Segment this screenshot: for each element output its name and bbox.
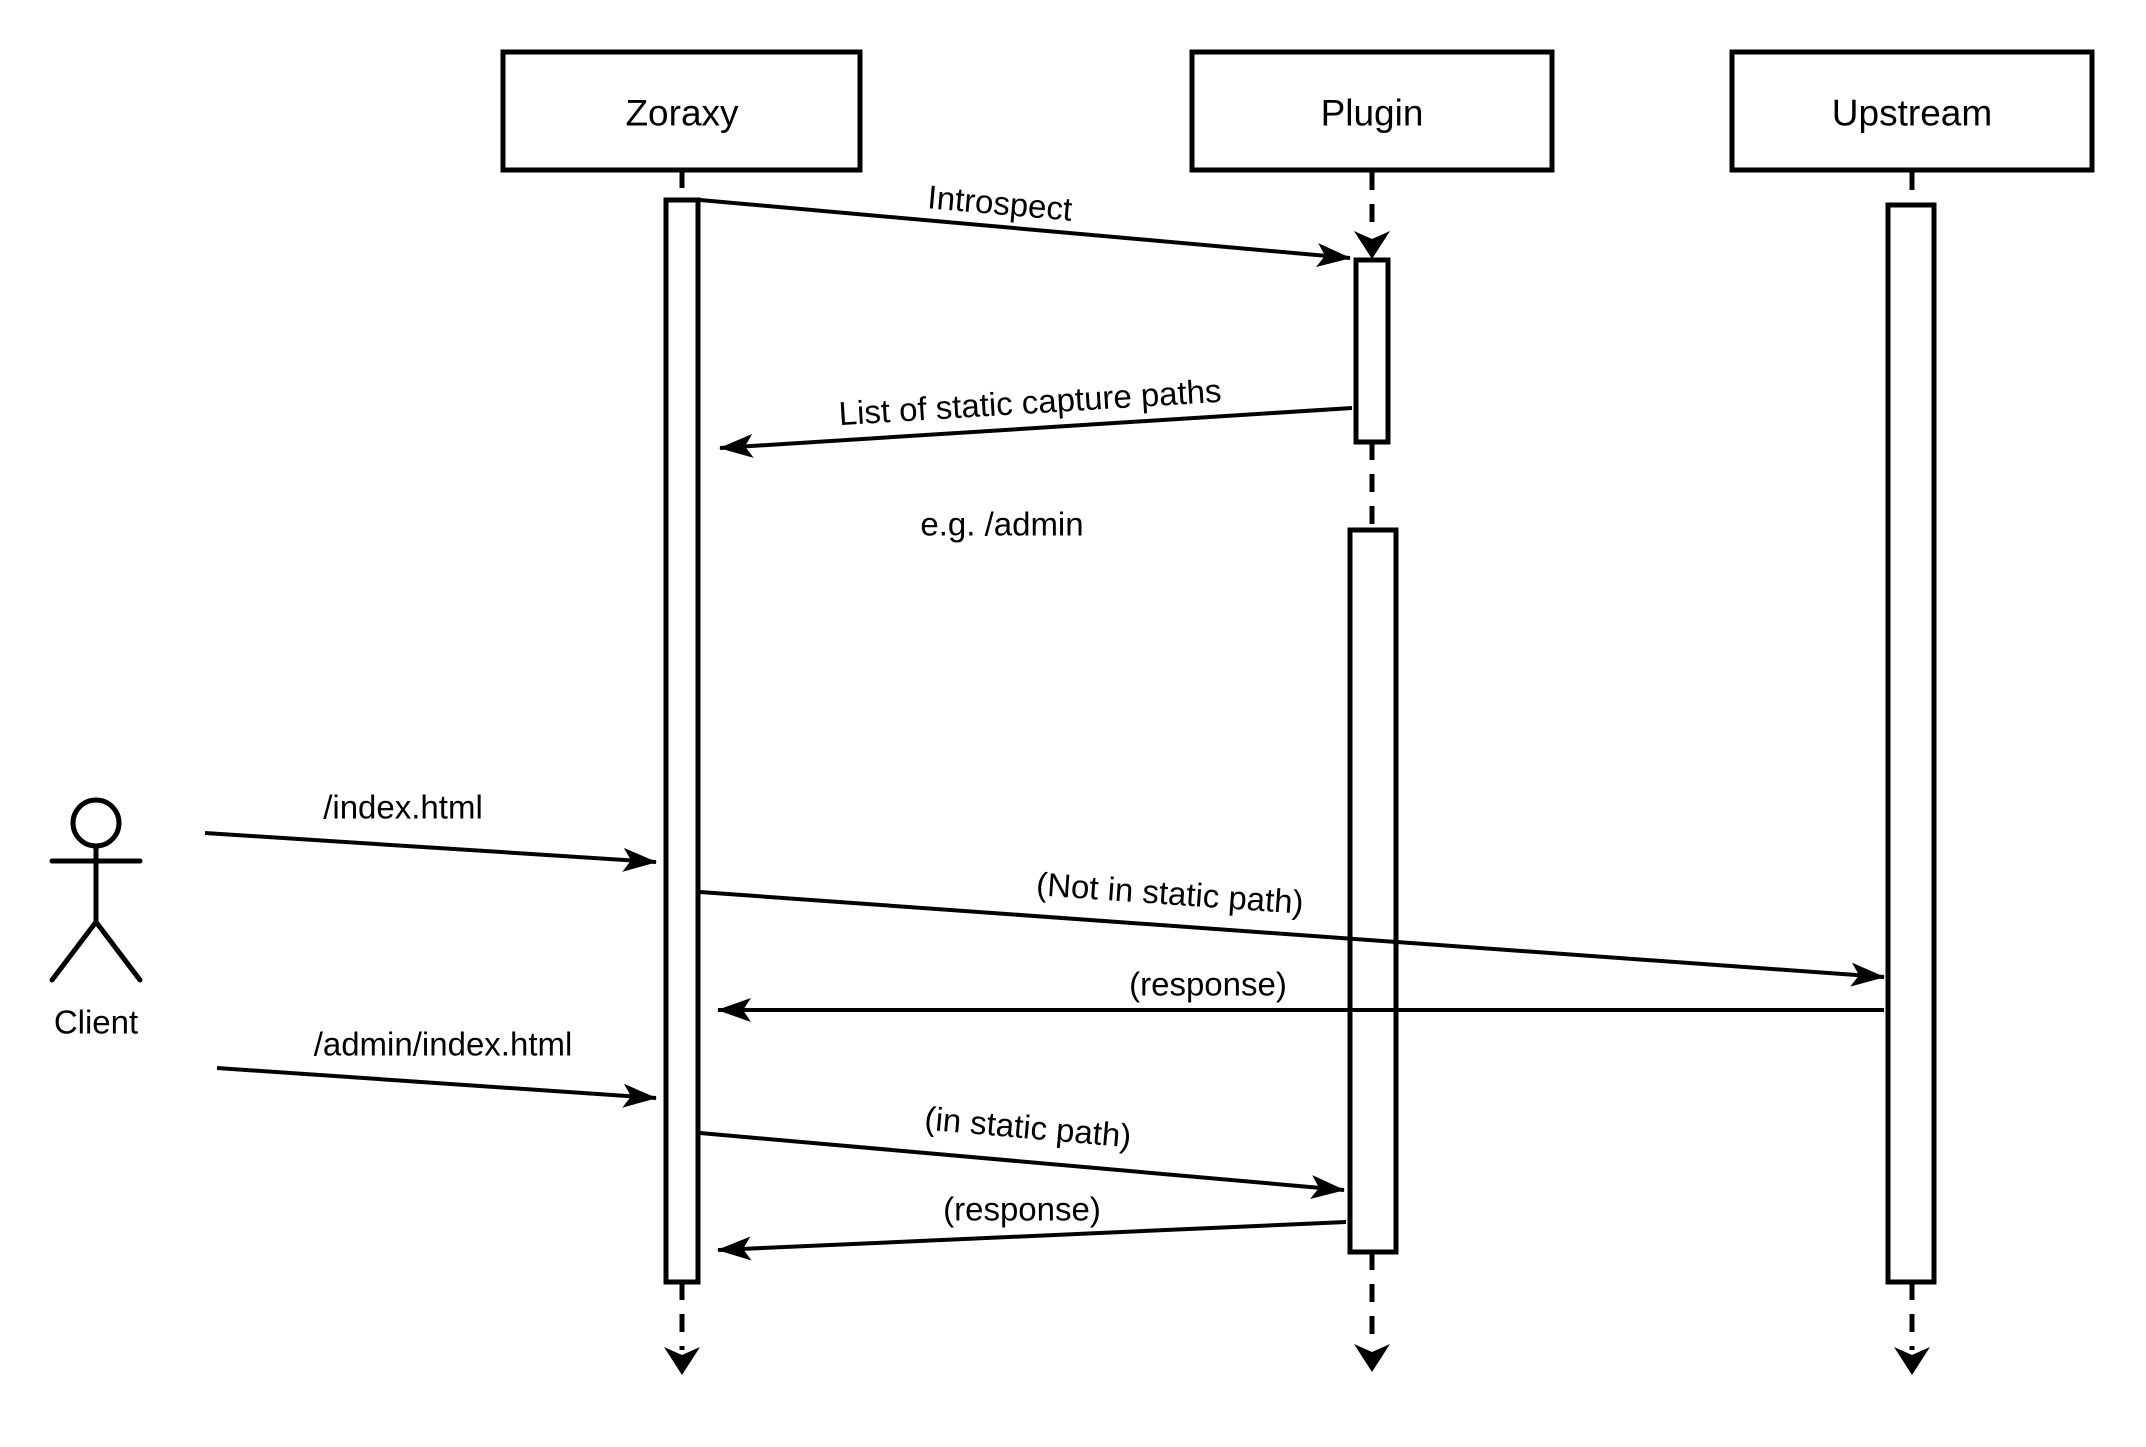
message-response-plugin-label: (response) [943, 1191, 1101, 1228]
message-in-static-path-arrow [699, 1131, 1345, 1200]
zoraxy-activation-bar [663, 197, 701, 1285]
zoraxy-lifeline-end-arrowhead-icon [664, 1347, 700, 1375]
message-static-capture-paths-label: List of static capture paths [838, 372, 1223, 432]
message-admin-index-html-label: /admin/index.html [314, 1026, 573, 1063]
message-admin-index-html-arrow [216, 1066, 657, 1108]
participant-zoraxy: Zoraxy [500, 49, 863, 173]
message-response-plugin: (response) [717, 1191, 1347, 1261]
plugin-activation-bar-1 [1353, 257, 1391, 445]
upstream-label: Upstream [1832, 93, 1992, 134]
message-index-html-arrow [204, 831, 657, 872]
message-response-plugin-arrow [717, 1220, 1347, 1261]
plugin-label: Plugin [1321, 93, 1424, 134]
actor-leg-right [93, 919, 143, 983]
message-not-in-static-path-arrow [699, 890, 1885, 987]
message-admin-index-html: /admin/index.html [216, 1026, 657, 1108]
plugin-lifeline-end-arrowhead-icon [1354, 1344, 1390, 1372]
upstream-activation-bar [1885, 202, 1937, 1285]
message-static-capture-paths: List of static capture paths e.g. /admin [719, 372, 1353, 543]
participant-upstream: Upstream [1729, 49, 2095, 173]
message-static-capture-paths-arrow [719, 406, 1353, 458]
message-eg-admin-label: e.g. /admin [920, 506, 1083, 543]
message-response-upstream-label: (response) [1129, 966, 1287, 1003]
upstream-header-box [1729, 49, 2095, 173]
client-label: Client [54, 1004, 138, 1041]
upstream-lifeline-end-arrowhead-icon [1894, 1347, 1930, 1375]
participant-plugin: Plugin [1189, 49, 1555, 173]
message-response-upstream: (response) [717, 966, 1884, 1022]
message-introspect: Introspect [699, 178, 1351, 268]
zoraxy-label: Zoraxy [625, 93, 739, 134]
actor-leg-left [49, 919, 99, 983]
message-in-static-path-label: (in static path) [923, 1100, 1133, 1155]
message-not-in-static-path: (Not in static path) [699, 865, 1885, 987]
actor-head [70, 797, 122, 849]
message-index-html: /index.html [204, 789, 657, 872]
message-introspect-arrow [699, 198, 1351, 268]
plugin-lifeline-arrowhead-icon [1354, 231, 1390, 259]
message-in-static-path: (in static path) [699, 1100, 1345, 1200]
zoraxy-header-box [500, 49, 863, 173]
message-index-html-label: /index.html [323, 789, 483, 826]
plugin-header-box [1189, 49, 1555, 173]
actor-client: Client [49, 797, 143, 1041]
plugin-activation-bar-2 [1347, 527, 1399, 1255]
message-not-in-static-path-label: (Not in static path) [1035, 865, 1305, 921]
